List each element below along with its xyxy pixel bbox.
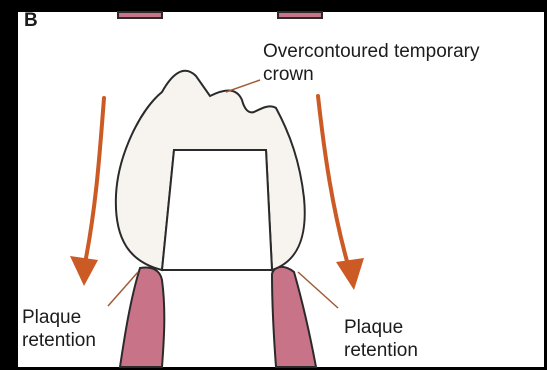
top-stub-right	[278, 12, 322, 18]
plaque-retention-right-label: Plaque retention	[344, 316, 418, 362]
crown-label: Overcontoured temporary crown	[263, 40, 480, 86]
plaque-retention-left-label: Plaque retention	[22, 306, 96, 352]
panel-letter: B	[24, 10, 38, 32]
top-stub-left	[118, 12, 162, 18]
prepared-tooth	[162, 150, 272, 270]
